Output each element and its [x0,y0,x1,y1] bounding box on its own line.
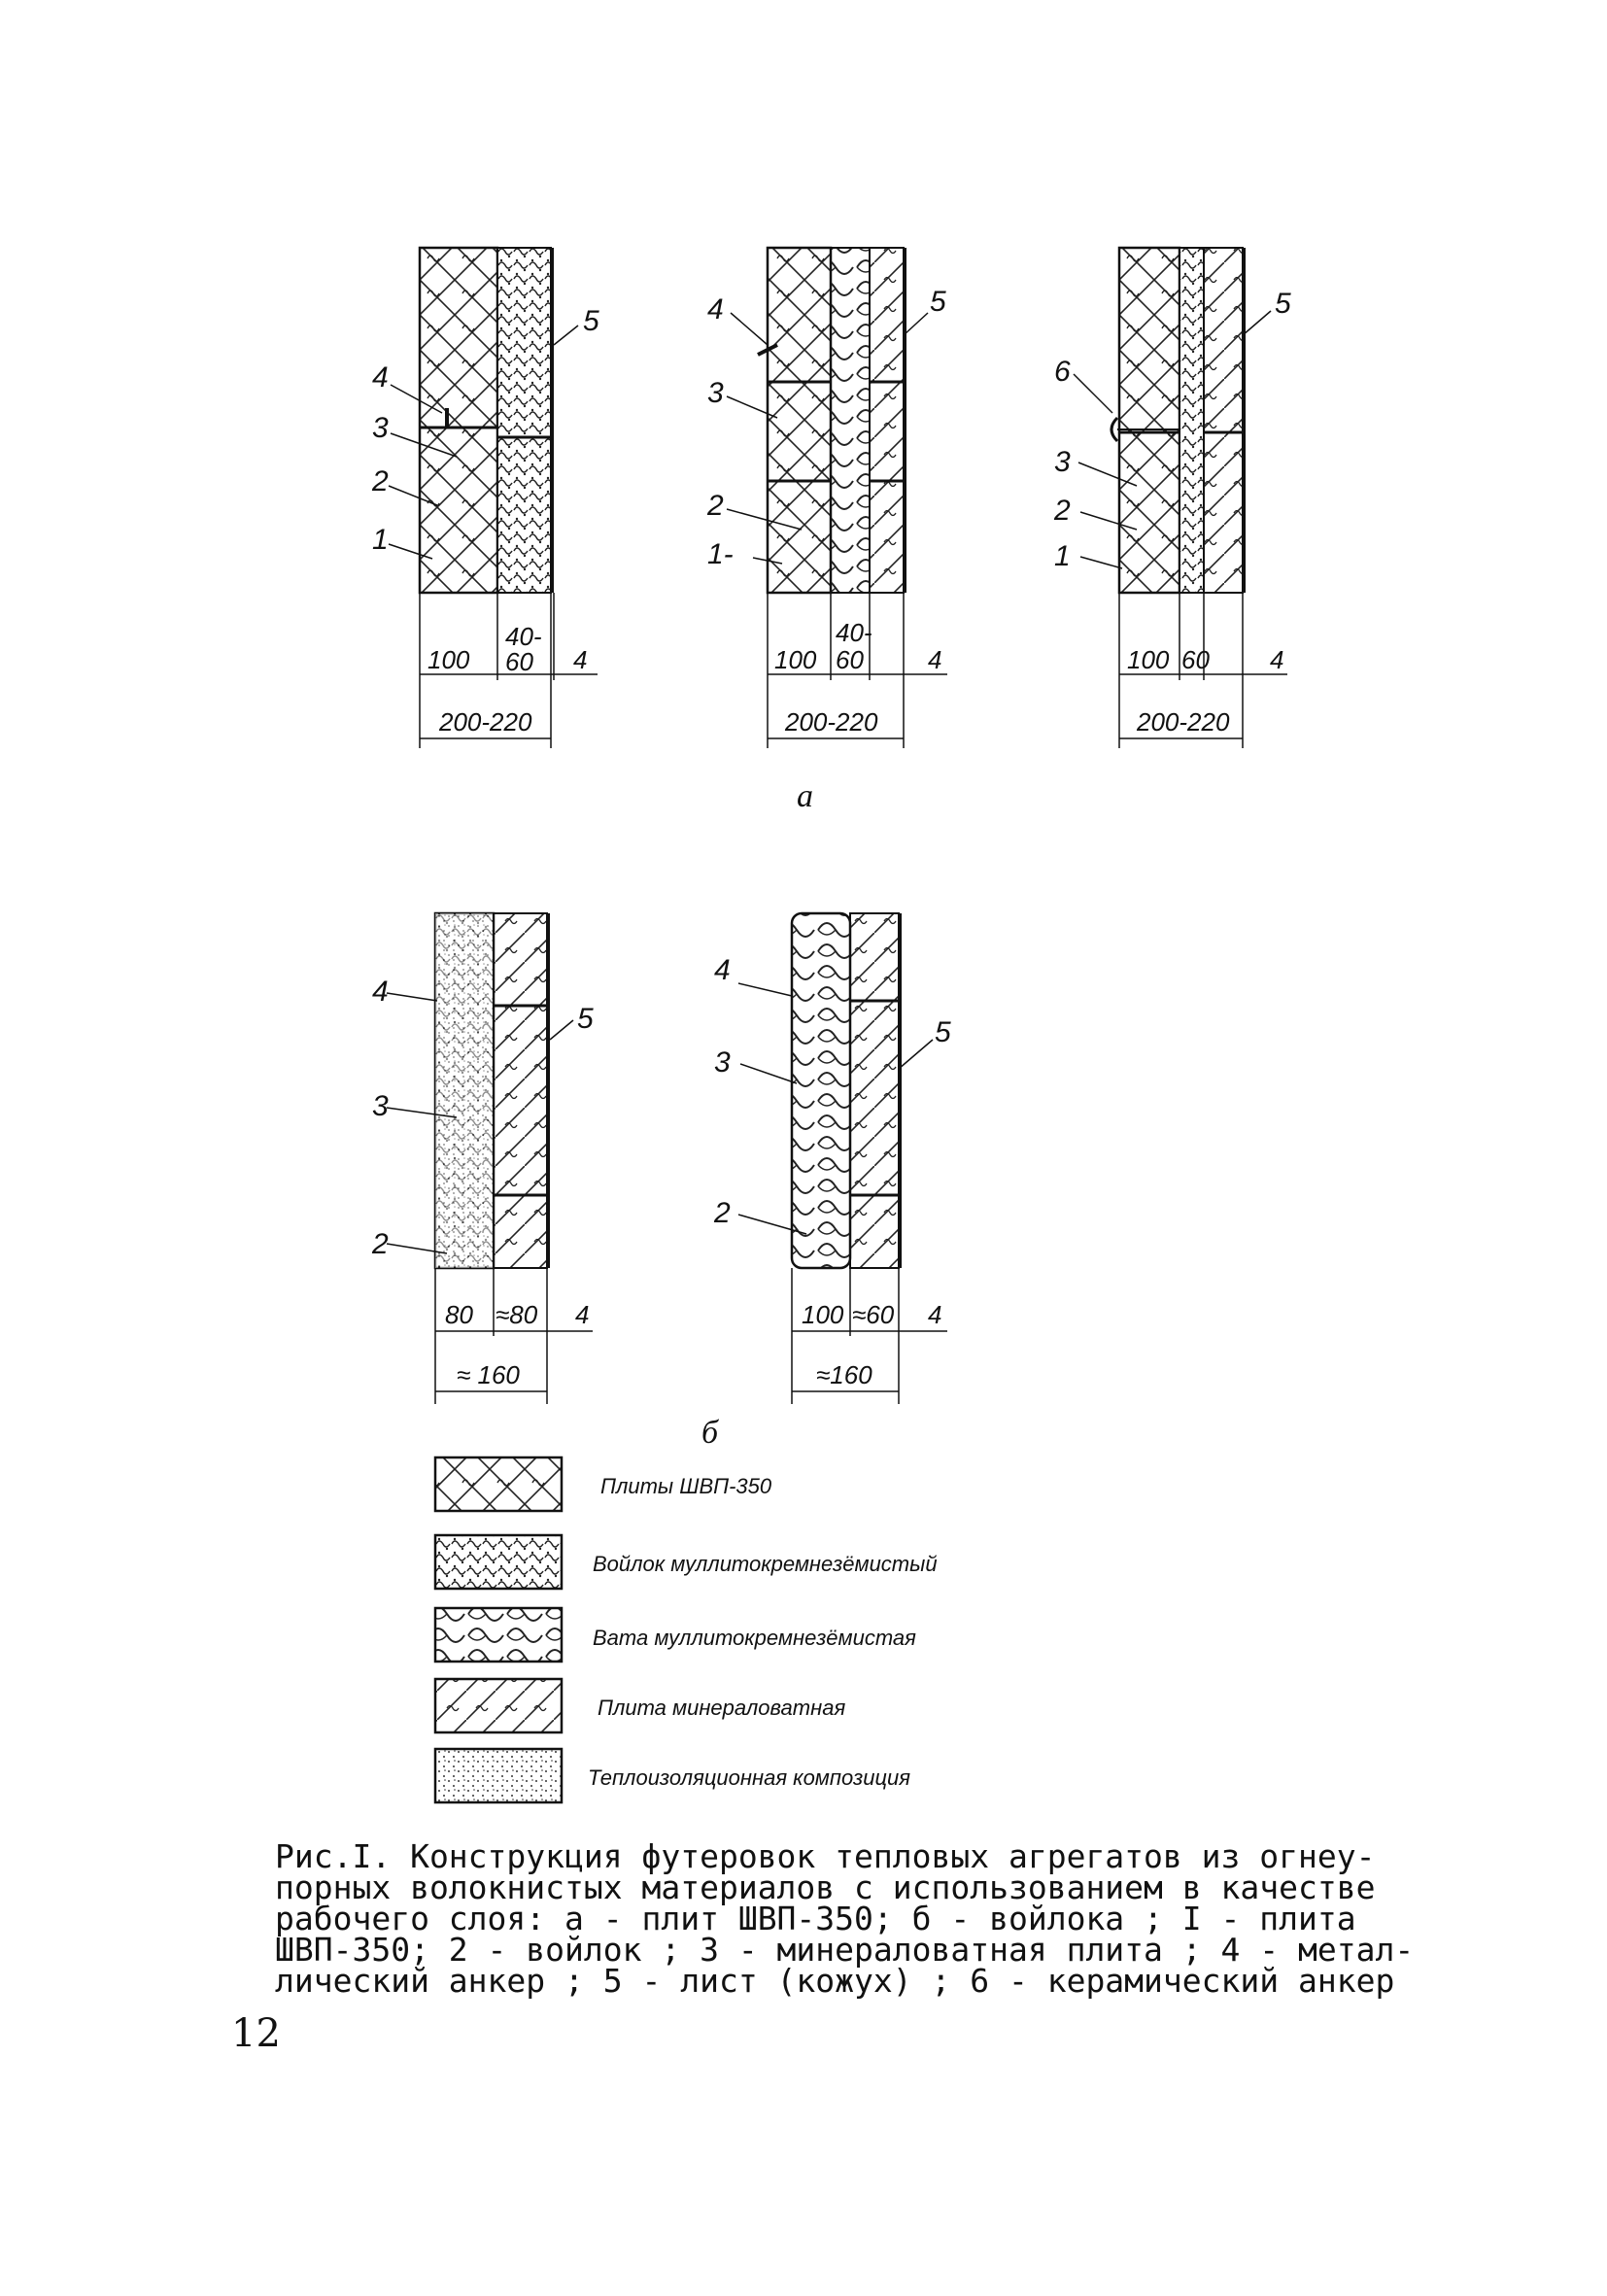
section-a2 [726,246,947,748]
legend-label: Вата муллитокремнезёмистая [593,1626,916,1650]
legend-label: Плита минераловатная [598,1696,845,1720]
lining-figure: 4 3 2 1 5 100 40- 60 4 200-220 4 3 2 1- … [371,246,1291,1804]
callout-1: 1 [372,524,389,556]
dim-4: 4 [575,1300,589,1329]
dim-100: 100 [802,1300,844,1329]
callout-4: 4 [372,976,389,1008]
dim-total: ≈ 160 [457,1360,520,1389]
callout-4: 4 [714,954,731,986]
dim-total: 200-220 [1136,707,1230,737]
dim-60: 60 [836,645,864,674]
dim-80b: ≈80 [496,1300,538,1329]
dim-40: 40- [505,622,542,651]
callout-2: 2 [371,465,389,497]
figure-caption: Рис.I. Конструкция футеровок тепловых аг… [275,1837,1421,2000]
legend-label: Войлок муллитокремнезёмистый [593,1552,938,1576]
callout-5: 5 [930,286,946,318]
callout-5: 5 [935,1016,951,1048]
section-b1 [386,911,593,1404]
callout-5: 5 [1275,288,1291,320]
section-a3 [1073,246,1287,748]
dim-60: ≈60 [852,1300,895,1329]
dim-4: 4 [1270,645,1283,674]
callout-3: 3 [714,1046,731,1079]
caption-line: лический анкер ; 5 - лист (кожух) ; 6 - … [275,1962,1395,2000]
dim-60: 60 [1181,645,1210,674]
caption-line: порных волокнистых материалов с использо… [275,1868,1376,1906]
dim-100: 100 [427,645,470,674]
dim-4: 4 [928,645,941,674]
dim-total: 200-220 [438,707,532,737]
dim-4: 4 [928,1300,941,1329]
callout-5: 5 [577,1003,594,1035]
dim-80: 80 [445,1300,473,1329]
legend: Плиты ШВП-350 Войлок муллитокремнезёмист… [433,1456,938,1804]
legend-label: Плиты ШВП-350 [600,1474,772,1498]
dim-40: 40- [836,618,872,647]
dim-60: 60 [505,647,533,676]
caption-line: Рис.I. Конструкция футеровок тепловых аг… [275,1837,1376,1875]
callout-3: 3 [372,412,389,444]
caption-line: рабочего слоя: а - плит ШВП-350; б - вой… [275,1900,1356,1937]
section-a1 [388,246,598,748]
dim-100: 100 [1127,645,1170,674]
dim-100: 100 [774,645,817,674]
callout-3: 3 [1054,446,1071,478]
callout-2: 2 [713,1197,731,1229]
callout-4: 4 [372,361,389,394]
callout-1: 1 [1054,540,1071,572]
callout-2: 2 [1053,495,1071,527]
callout-2: 2 [371,1228,389,1260]
dim-total: ≈160 [816,1360,872,1389]
legend-swatch-diagonal [433,1677,564,1734]
section-b2 [737,911,947,1404]
legend-label: Теплоизоляционная композиция [588,1765,910,1790]
callout-2: 2 [706,490,724,522]
callout-3: 3 [372,1090,389,1122]
legend-swatch-dots [433,1747,564,1804]
caption-line: ШВП-350; 2 - войлок ; 3 - минераловатная… [275,1931,1415,1969]
callout-6: 6 [1054,356,1071,388]
dim-4: 4 [573,645,587,674]
dim-total: 200-220 [784,707,878,737]
callout-1: 1- [707,538,734,570]
callout-5: 5 [583,305,599,337]
legend-swatch-wool [433,1606,564,1663]
callout-4: 4 [707,293,724,326]
callout-3: 3 [707,377,724,409]
panel-b-label: б [701,1415,720,1451]
page-number: 12 [231,2011,281,2056]
legend-swatch-cross [433,1456,564,1513]
legend-swatch-felt [433,1533,564,1591]
panel-a-label: а [797,778,813,814]
